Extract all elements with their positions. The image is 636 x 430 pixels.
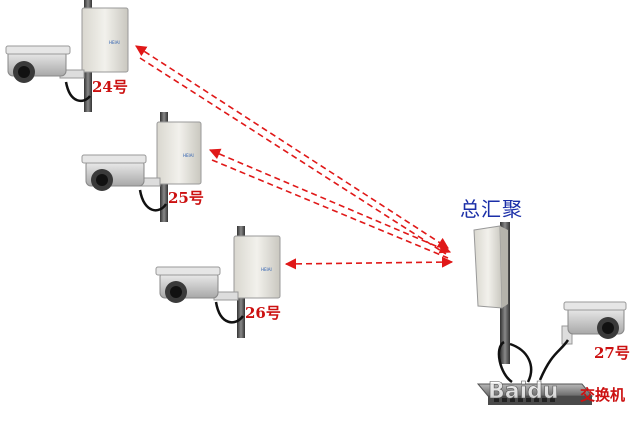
hub-antenna-panel	[473, 225, 503, 309]
node-27-camera-icon	[563, 301, 627, 339]
node-25-bridge-brand: HEIAI	[183, 153, 194, 158]
link-24-hub-upper	[135, 45, 449, 249]
node-26-bridge-brand: HEIAI	[261, 267, 272, 272]
node-26-cable	[214, 301, 245, 324]
node-24-camera-icon	[5, 45, 71, 83]
link-25-hub-lower	[211, 159, 449, 259]
node-27-bracket	[561, 325, 573, 345]
node-24-label: 24号	[92, 78, 128, 96]
hub-switch-cable	[497, 340, 513, 384]
switch-label: 交换机	[580, 386, 625, 404]
node-27-label: 27号	[594, 344, 630, 362]
node-24: HEIAI 24号	[5, 0, 129, 112]
wireless-links	[135, 45, 454, 270]
link-25-hub-upper	[208, 148, 452, 254]
hub-antenna-side	[500, 226, 508, 308]
node-25-label: 25号	[168, 189, 204, 207]
link-26-hub	[284, 256, 454, 270]
watermark: Baidu	[488, 379, 559, 404]
node-24-cable	[64, 81, 91, 103]
node-24-bridge-box	[81, 7, 129, 73]
node-27: 27号	[538, 301, 630, 381]
node-25: HEIAI 25号	[81, 112, 204, 222]
node-25-bridge-box	[156, 121, 202, 185]
hub-switch-cable-2	[509, 342, 533, 383]
node-26-bridge-box	[233, 235, 281, 299]
node-26-label: 26号	[245, 304, 281, 322]
switch-ports	[494, 398, 555, 402]
switch: 交换机 Baidu	[476, 340, 625, 405]
switch-front	[488, 396, 592, 405]
hub-label: 总汇聚	[460, 197, 523, 221]
node-26-camera-icon	[155, 266, 221, 303]
node-26: HEIAI 26号	[155, 226, 281, 338]
node-25-camera-icon	[81, 154, 147, 191]
node-24-bridge-brand: HEIAI	[109, 40, 120, 45]
node-27-cable	[538, 339, 570, 381]
hub: 总汇聚	[460, 197, 523, 364]
